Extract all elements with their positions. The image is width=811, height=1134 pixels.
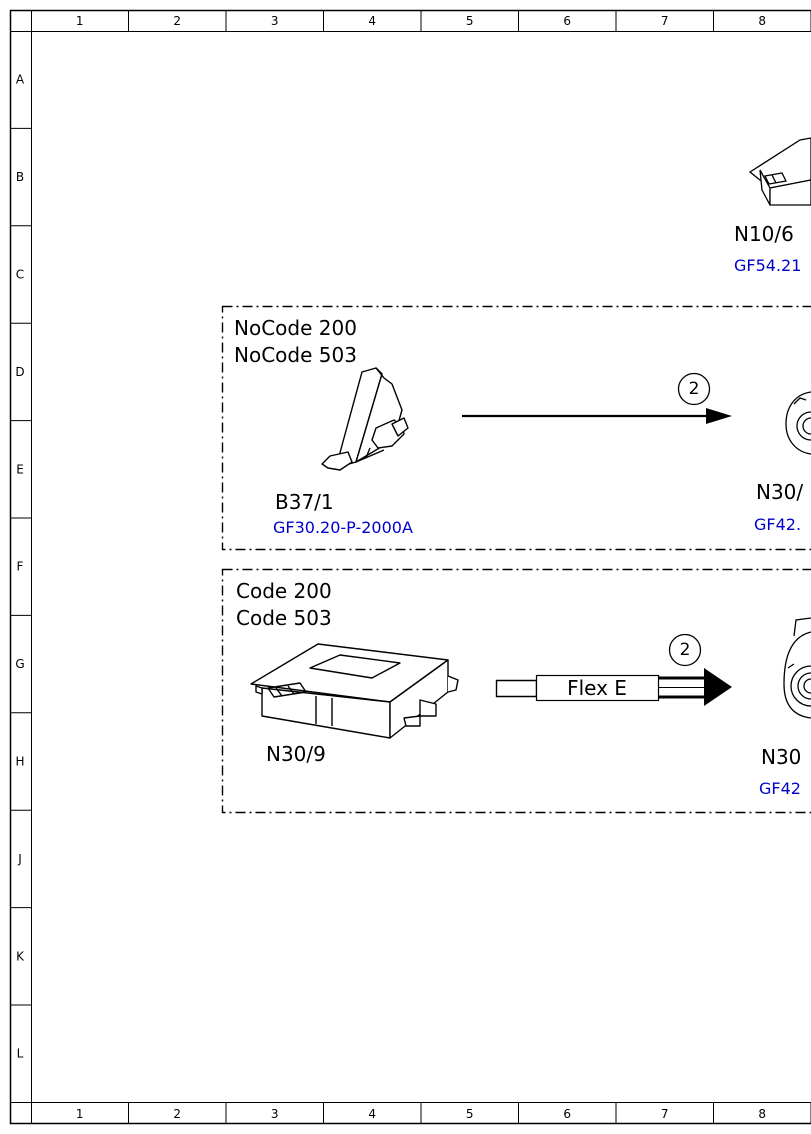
column-label: 2 — [173, 1107, 181, 1121]
pedal-sensor-ref-link[interactable]: GF30.20-P-2000A — [273, 518, 413, 537]
code-title-line1: Code 200 — [236, 579, 332, 603]
column-label: 5 — [466, 1107, 474, 1121]
row-label: B — [16, 170, 24, 184]
nocode-title-line2: NoCode 503 — [234, 343, 357, 367]
row-label: A — [16, 73, 25, 87]
column-label: 8 — [758, 1107, 766, 1121]
row-label: L — [17, 1047, 24, 1061]
column-label: 8 — [758, 14, 766, 28]
inner-frame — [31, 31, 811, 1103]
column-label: 1 — [76, 14, 84, 28]
code-title-line2: Code 503 — [236, 606, 332, 630]
nocode-target-ref-link[interactable]: GF42. — [754, 515, 802, 534]
column-label: 3 — [271, 14, 279, 28]
top-component-label: N10/6 — [734, 222, 794, 246]
nocode-number-circle — [677, 372, 711, 406]
row-label: K — [16, 949, 25, 963]
flex-e-bus-arrow — [495, 668, 732, 706]
pedal-sensor-icon — [321, 367, 409, 471]
column-label: 2 — [173, 14, 181, 28]
code-target-label: N30 — [761, 745, 802, 769]
nocode-target-label: N30/ — [756, 480, 804, 504]
column-label: 7 — [661, 14, 669, 28]
row-labels: A B C D E F G H J K L — [15, 73, 25, 1061]
top-component-ref-link[interactable]: GF54.21 — [734, 256, 802, 275]
control-unit-top-icon — [748, 137, 811, 206]
nocode-arrowhead — [706, 408, 732, 424]
column-label: 6 — [563, 14, 571, 28]
code-number-circle — [668, 633, 702, 667]
column-label: 4 — [368, 14, 376, 28]
row-label: C — [16, 268, 24, 282]
row-label: F — [17, 560, 24, 574]
code-arrow-number: 2 — [679, 640, 691, 660]
row-label: E — [16, 462, 24, 476]
column-label: 4 — [368, 1107, 376, 1121]
nocode-title-line1: NoCode 200 — [234, 316, 357, 340]
nocode-variant-box — [221, 305, 811, 551]
row-label: H — [15, 755, 24, 769]
control-unit-n30-9-icon — [250, 643, 459, 739]
nocode-arrow-number: 2 — [688, 379, 700, 399]
column-ticks — [128, 10, 811, 1124]
target-module-code-icon — [783, 617, 811, 719]
column-labels: 1 1 2 2 3 3 4 4 5 5 6 6 7 7 8 8 — [76, 14, 766, 1121]
row-ticks — [10, 127, 31, 1006]
code-variant-box — [221, 568, 811, 814]
row-label: J — [17, 852, 22, 866]
outer-frame — [9, 9, 811, 1125]
row-label: G — [15, 657, 24, 671]
pedal-sensor-label: B37/1 — [275, 490, 334, 514]
column-label: 3 — [271, 1107, 279, 1121]
flex-e-label: Flex E — [567, 676, 627, 700]
row-label: D — [15, 365, 24, 379]
column-label: 5 — [466, 14, 474, 28]
control-unit-label: N30/9 — [266, 742, 326, 766]
target-module-nocode-icon — [785, 391, 811, 455]
column-label: 1 — [76, 1107, 84, 1121]
column-label: 7 — [661, 1107, 669, 1121]
code-target-ref-link[interactable]: GF42 — [759, 779, 801, 798]
column-label: 6 — [563, 1107, 571, 1121]
